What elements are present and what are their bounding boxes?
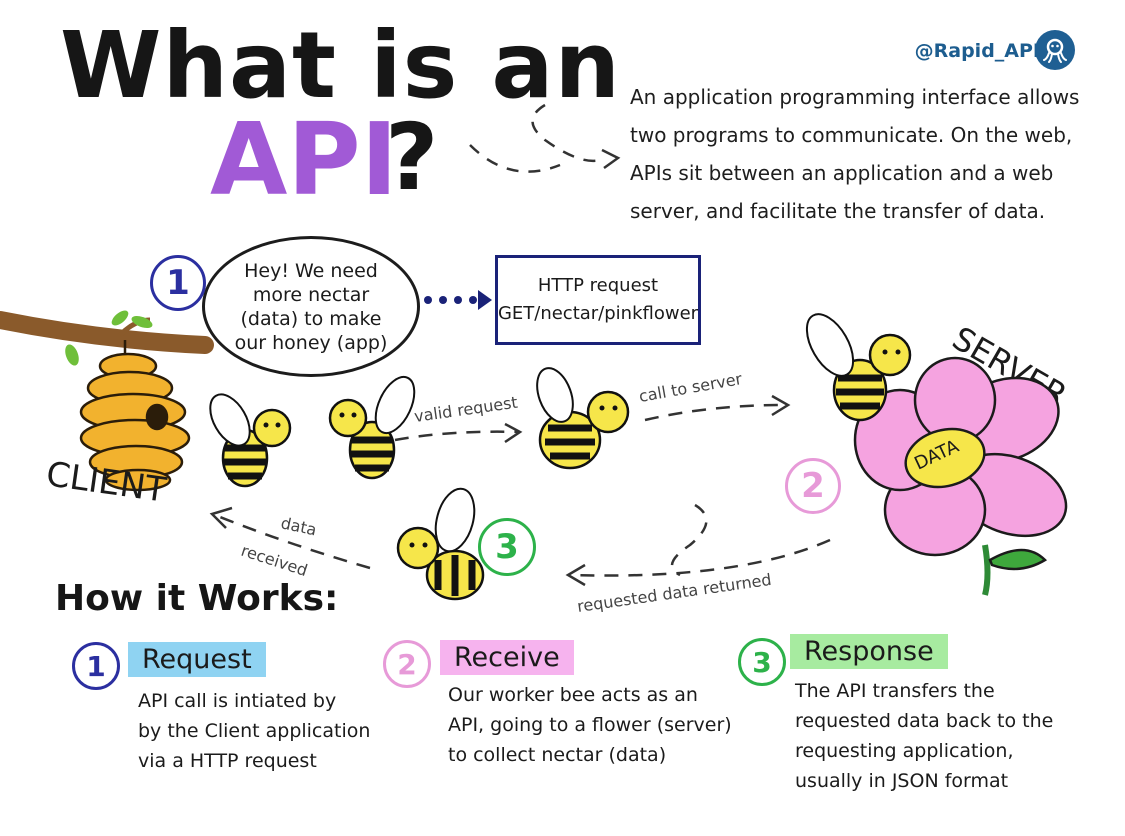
intro-text: An application programming interface all… — [630, 85, 1080, 223]
step-2-title: Receive — [440, 640, 574, 675]
step-1-badge: 1 — [72, 642, 120, 690]
call-to-server-label: call to server — [637, 369, 744, 406]
http-request-title: HTTP request — [537, 275, 659, 296]
page-title-question-mark: ? — [385, 104, 439, 211]
step-2-desc-line: API, going to a flower (server) — [448, 714, 732, 736]
how-it-works-title: How it Works: — [55, 578, 339, 619]
bee-api-middle — [536, 367, 630, 470]
bee-worker-client-right — [328, 375, 416, 480]
step-1-desc-line: by the Client application — [138, 720, 371, 742]
step-3-desc-line: requesting application, — [795, 740, 1014, 762]
step-1-title: Request — [128, 642, 266, 677]
data-returned-loop — [670, 503, 708, 577]
step-2-desc-line: to collect nectar (data) — [448, 744, 667, 766]
octopus-icon[interactable] — [1035, 30, 1075, 70]
step-2-badge: 2 — [383, 640, 431, 688]
step-2-desc-line: Our worker bee acts as an — [448, 684, 698, 706]
title-to-intro-arrow — [531, 103, 601, 163]
speech-bubble: Hey! We need more nectar (data) to make … — [202, 236, 420, 377]
data-returned-arrow — [569, 538, 831, 577]
flower — [853, 356, 1068, 596]
brand-handle[interactable]: @Rapid_API — [914, 40, 1040, 62]
step-1-desc-line: via a HTTP request — [138, 750, 317, 772]
step-3-badge: 3 — [738, 638, 786, 686]
diagram-step-1-badge: 1 — [150, 255, 206, 311]
beehive — [79, 340, 191, 492]
speech-bubble-text: Hey! We need more nectar (data) to make … — [234, 259, 388, 354]
step-1-description: API call is intiated by by the Client ap… — [138, 686, 370, 776]
http-request-box: HTTP request GET/nectar/pinkflower — [495, 255, 701, 345]
bee-returning — [396, 487, 485, 601]
title-to-intro-arrow-lower — [469, 144, 561, 173]
diagram-step-3-badge: 3 — [478, 518, 536, 576]
bee-worker-client-left — [209, 393, 292, 488]
valid-request-label: valid request — [413, 393, 519, 426]
http-request-path: GET/nectar/pinkflower — [497, 303, 699, 324]
tree-branch — [0, 310, 214, 366]
step-3-desc-line: requested data back to the — [795, 710, 1054, 732]
step-3-desc-line: The API transfers the — [795, 680, 995, 702]
step-2-description: Our worker bee acts as an API, going to … — [448, 680, 732, 770]
call-to-server-arrow — [644, 403, 786, 422]
bubble-to-http-arrow — [424, 290, 492, 310]
page-title-api: API — [210, 101, 398, 218]
bee-on-flower — [805, 313, 912, 422]
step-3-desc-line: usually in JSON format — [795, 770, 1009, 792]
diagram-step-2-badge: 2 — [785, 458, 841, 514]
step-1-desc-line: API call is intiated by — [138, 690, 337, 712]
step-3-title: Response — [790, 634, 948, 669]
data-received-label-1: data — [279, 513, 318, 539]
data-received-arrow — [214, 513, 371, 570]
valid-request-arrow — [394, 430, 521, 442]
page-title: What is an — [60, 12, 621, 119]
step-3-description: The API transfers the requested data bac… — [795, 676, 1053, 796]
